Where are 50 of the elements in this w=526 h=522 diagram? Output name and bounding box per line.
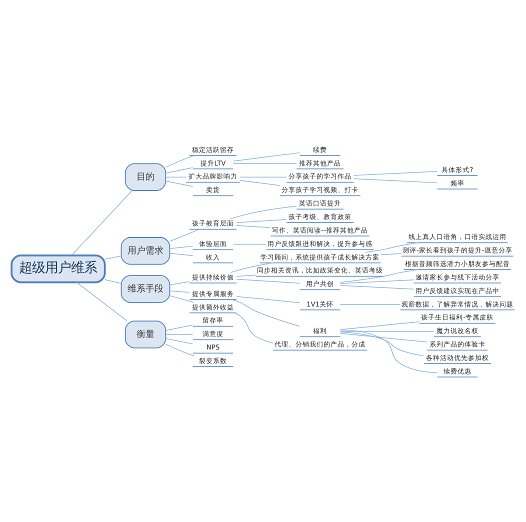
connector [165,344,195,356]
connector [240,176,287,178]
connector [230,262,274,273]
connector [170,228,200,242]
connector [364,242,418,253]
connector [232,299,300,327]
connector [240,180,280,186]
connector [170,281,190,286]
connector [165,324,194,331]
connector [234,312,274,344]
connector [233,244,267,245]
node-box: 用户需求 [120,237,170,265]
connector [71,190,132,256]
connector [353,170,438,176]
connector [340,285,414,290]
connector [170,252,194,256]
connector [170,290,190,293]
connector [340,333,428,342]
connector [340,332,424,356]
connector [340,269,418,283]
connector [236,278,300,284]
connector [165,180,194,187]
connector [170,246,194,249]
node-box: 维系手段 [120,275,170,303]
connector [340,331,434,332]
connector [165,176,186,178]
connector [230,206,297,220]
connector [104,255,122,260]
connector [380,253,402,256]
connector [236,219,287,223]
connector [340,321,420,330]
connector [236,225,272,228]
connector [236,296,300,304]
connector [340,304,401,306]
connector [165,334,194,335]
connector [236,274,257,277]
node-box: 超级用户维系 [10,254,106,284]
connector [233,152,300,162]
connector [340,330,438,374]
connector [165,167,194,174]
connector [353,178,438,184]
node-box: 衡量 [124,320,166,348]
connector [340,280,414,284]
connector [104,279,122,284]
node-box: 目的 [124,163,166,191]
connector [165,338,194,344]
connector [165,155,195,168]
connector [76,282,128,322]
connector [170,295,194,303]
connector [233,163,297,164]
